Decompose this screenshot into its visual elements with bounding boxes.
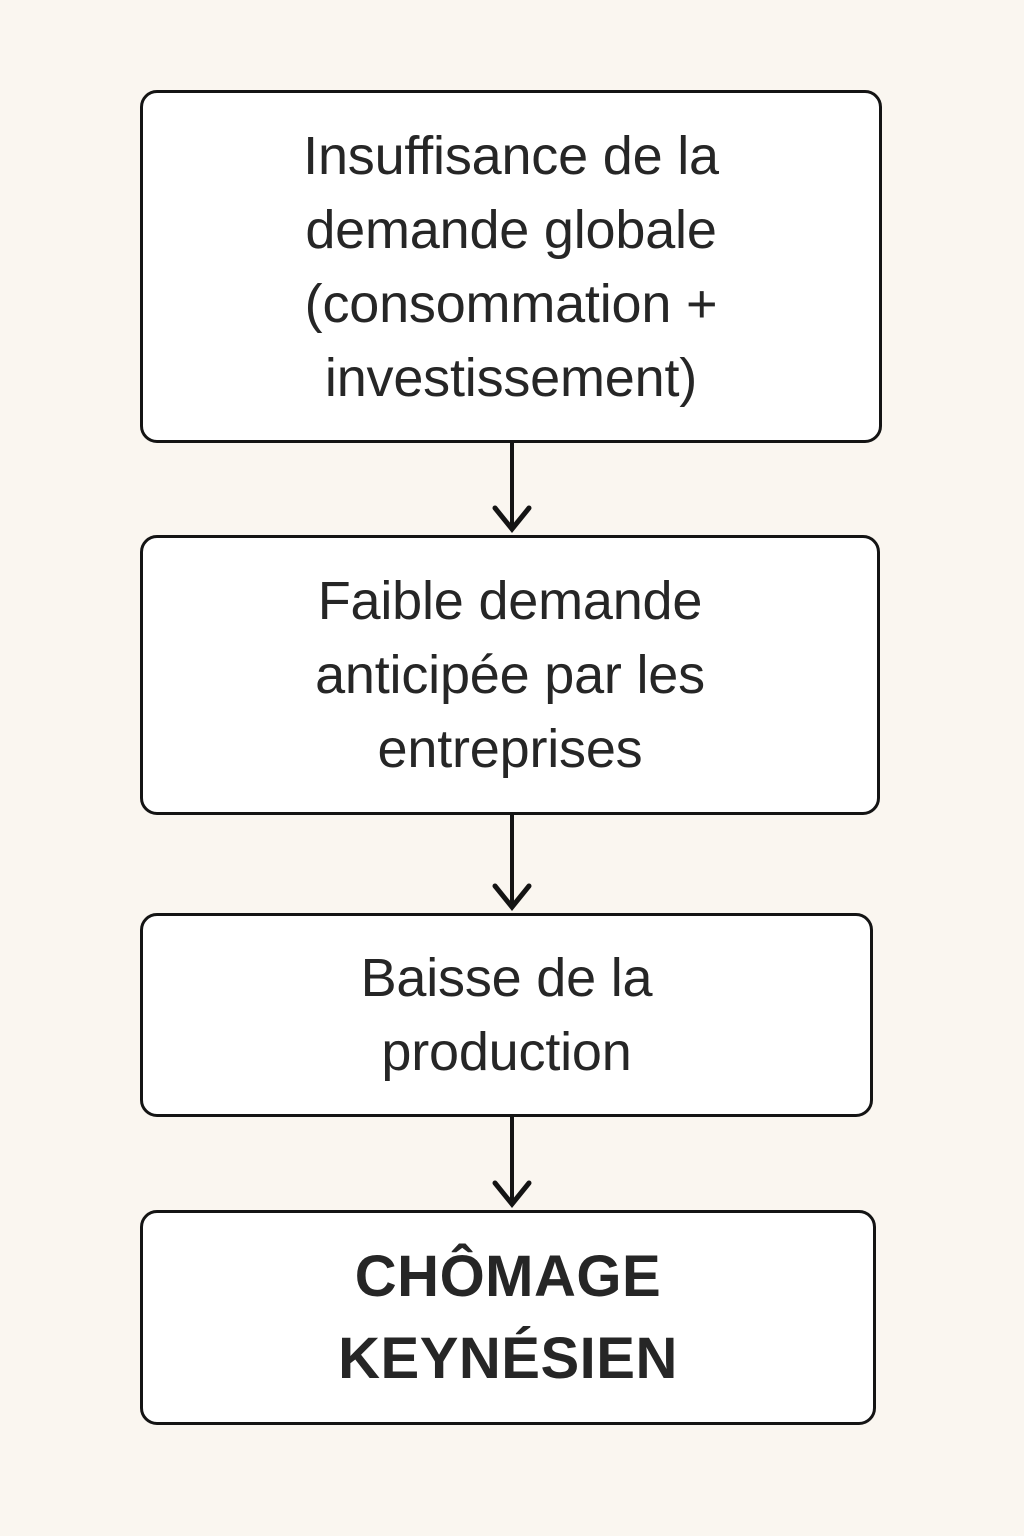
flow-node-chomage-keynesien[interactable]: CHÔMAGE KEYNÉSIEN bbox=[140, 1210, 876, 1425]
edge-arrow-2 bbox=[492, 815, 532, 911]
flow-node-baisse-production[interactable]: Baisse de la production bbox=[140, 913, 873, 1117]
flow-node-insuffisance-demande-globale[interactable]: Insuffisance de la demande globale (cons… bbox=[140, 90, 882, 443]
flow-node-label: Faible demande anticipée par les entrepr… bbox=[315, 571, 705, 779]
flow-node-faible-demande-anticipee[interactable]: Faible demande anticipée par les entrepr… bbox=[140, 535, 880, 815]
flow-node-label: Baisse de la production bbox=[360, 948, 653, 1082]
flow-node-label: CHÔMAGE KEYNÉSIEN bbox=[338, 1243, 678, 1391]
edge-arrow-1 bbox=[492, 443, 532, 533]
flow-node-label: Insuffisance de la demande globale (cons… bbox=[303, 125, 719, 408]
edge-arrow-3 bbox=[492, 1117, 532, 1208]
